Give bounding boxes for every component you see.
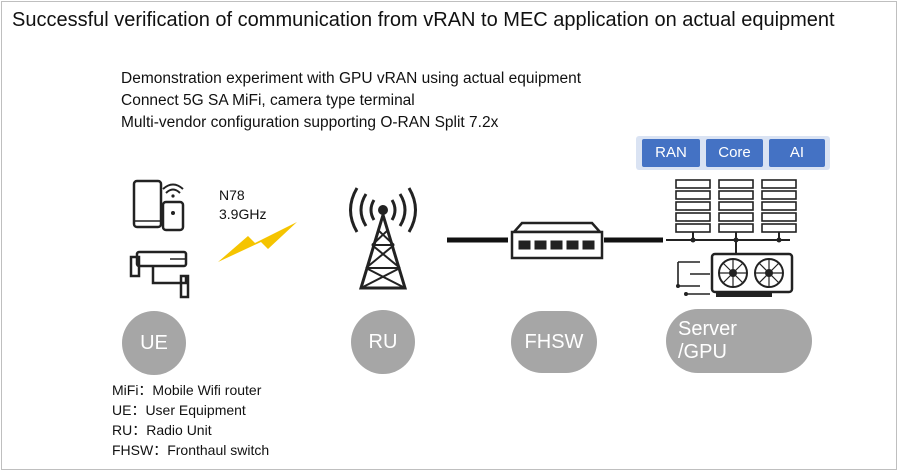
server-label-line2: /GPU [678,341,727,363]
tag-core: Core [706,139,763,167]
server-label-line1: Server [678,318,737,340]
wifi-router-icon [161,183,185,232]
frequency-band: N78 [219,187,245,203]
lightning-bolt-icon [218,222,297,262]
frequency-value: 3.9GHz [219,206,267,222]
bullet-item: Connect 5G SA MiFi, camera type terminal [121,92,415,109]
legend-item: FHSW：Fronthaul switch [112,442,270,458]
node-server-gpu: Server /GPU [666,309,812,373]
page-title: Successful verification of communication… [12,9,835,31]
bullet-item: Demonstration experiment with GPU vRAN u… [121,70,582,87]
node-ru: RU [351,310,415,374]
gpu-card-icon [676,252,794,297]
smartphone-icon [132,179,163,229]
legend-item: UE：User Equipment [112,402,246,418]
node-fhsw: FHSW [511,311,597,373]
bullet-item: Multi-vendor configuration supporting O-… [121,114,499,131]
abbreviation-legend: MiFi：Mobile Wifi router UE：User Equipmen… [112,380,269,460]
tag-ran: RAN [642,139,700,167]
bullet-list: Demonstration experiment with GPU vRAN u… [121,68,581,134]
legend-item: MiFi：Mobile Wifi router [112,382,262,398]
server-rack-icon [666,179,797,254]
network-switch-icon [510,221,604,260]
node-ue: UE [122,311,186,375]
radio-tower-icon [349,187,417,290]
security-camera-icon [129,250,190,299]
frequency-label: N78 3.9GHz [219,186,266,224]
legend-item: RU：Radio Unit [112,422,212,438]
tag-ai: AI [769,139,825,167]
